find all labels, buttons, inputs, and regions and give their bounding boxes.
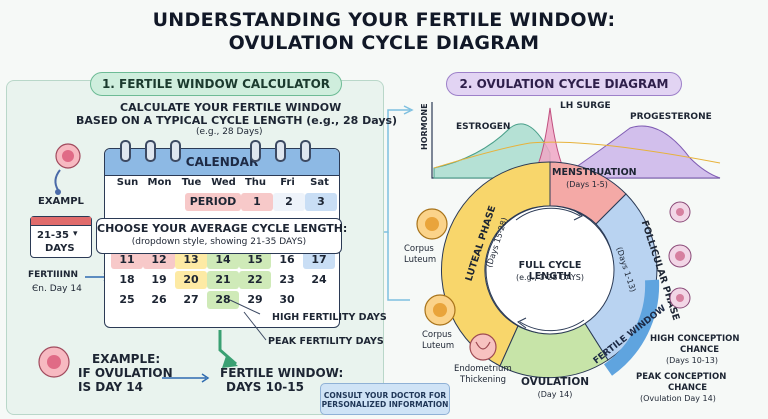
calendar-day[interactable]: 27: [183, 293, 199, 306]
calendar-day[interactable]: 13: [175, 251, 207, 269]
calendar-ring: [250, 140, 261, 162]
calendar-day[interactable]: 17: [303, 251, 335, 269]
peak-fertility-label: PEAK FERTILITY DAYS: [268, 336, 384, 347]
main-title: UNDERSTANDING YOUR FERTILE WINDOW: OVULA…: [0, 9, 768, 55]
high-fertility-label: HIGH FERTILITY DAYS: [272, 312, 387, 323]
calendar-day[interactable]: 29: [247, 293, 263, 306]
endometrium-label-2: Thickening: [460, 375, 506, 385]
calendar-day[interactable]: 16: [279, 253, 295, 266]
result-line-2: DAYS 10-15: [226, 380, 304, 394]
weekday-thu: Thu: [244, 177, 267, 188]
calendar-day[interactable]: 28: [207, 291, 239, 309]
period-label: PERIOD: [185, 193, 241, 211]
intro-line-2: BASED ON A TYPICAL CYCLE LENGTH (e.g., 2…: [76, 114, 398, 127]
calendar-day[interactable]: 11: [111, 251, 143, 269]
hormone-chart: [431, 102, 721, 179]
fertile-side-label: FERTIIINN: [28, 270, 79, 280]
egg-sperm-icon: [54, 143, 81, 195]
days-selector[interactable]: 21-35 ▾ DAYS: [30, 216, 92, 258]
calendar-day[interactable]: 3: [305, 193, 337, 211]
peak-conception-days: (Ovulation Day 14): [640, 394, 716, 403]
ovulation-days: (Day 14): [537, 390, 573, 399]
center-title: FULL CYCLE LENGTH: [518, 260, 582, 282]
uterus-icon: [469, 333, 497, 361]
footer-line-1: CONSULT YOUR DOCTOR FOR: [323, 391, 447, 400]
hormone-axis-label: HORMONE: [420, 103, 429, 150]
calendar-day[interactable]: 25: [119, 293, 135, 306]
luteum-label-2: Luteum: [422, 341, 455, 351]
calendar-ring: [145, 140, 156, 162]
calendar-day[interactable]: 22: [239, 271, 271, 289]
menstruation-label: MENSTRUATION: [552, 167, 637, 178]
example-side-label: EXAMPL: [38, 196, 84, 207]
center-subtitle: (e.g., 1-28 DAYS): [516, 273, 584, 282]
menstruation-days: (Days 1-5): [566, 180, 608, 189]
left-section-title: 1. FERTILE WINDOW CALCULATOR: [90, 72, 342, 96]
high-conception-label: HIGH CONCEPTION: [650, 334, 740, 344]
calendar-day[interactable]: 1: [241, 193, 273, 211]
example-title: EXAMPLE:: [92, 352, 161, 366]
calendar-day[interactable]: 2: [273, 193, 305, 211]
high-conception-label-2: CHANCE: [680, 345, 720, 355]
footer-line-2: PERSONALIZED INFORMATION: [321, 400, 449, 409]
high-conception-days: (Days 10-13): [666, 356, 718, 365]
title-line-2: OVULATION CYCLE DIAGRAM: [228, 32, 540, 54]
chevron-down-icon: ▾: [73, 229, 78, 239]
result-line-1: FERTILE WINDOW:: [220, 366, 344, 380]
calendar-day[interactable]: 21: [207, 271, 239, 289]
calendar-ring: [275, 140, 286, 162]
calendar-day[interactable]: 24: [311, 273, 327, 286]
luteum-label-1: Luteum: [404, 255, 437, 265]
calendar-day[interactable]: 15: [239, 251, 271, 269]
cycle-ring: [440, 161, 660, 379]
calendar-day[interactable]: 14: [207, 251, 239, 269]
consult-doctor-note: CONSULT YOUR DOCTOR FOR PERSONALIZED INF…: [320, 383, 450, 415]
lh-surge-label: LH SURGE: [560, 101, 611, 111]
calendar-ring: [120, 140, 131, 162]
intro-line-1: CALCULATE YOUR FERTILE WINDOW: [120, 101, 342, 114]
cycle-length-subtitle: (dropdown style, showing 21-35 DAYS): [131, 237, 307, 247]
peak-conception-label-2: CHANCE: [668, 383, 708, 393]
weekday-sun: Sun: [116, 177, 139, 188]
estrogen-label: ESTROGEN: [456, 122, 511, 132]
weekday-fri: Fri: [280, 177, 295, 188]
calendar-day[interactable]: 20: [175, 271, 207, 289]
weekday-wed: Wed: [211, 177, 236, 188]
calendar-ring: [170, 140, 181, 162]
calendar-ring: [300, 140, 311, 162]
calendar-day[interactable]: 26: [151, 293, 167, 306]
cycle-length-dropdown[interactable]: CHOOSE YOUR AVERAGE CYCLE LENGTH: (dropd…: [96, 218, 348, 254]
intro-line-3: (e.g., 28 Days): [196, 127, 263, 137]
example-line-2: IS DAY 14: [78, 380, 143, 394]
follicle-icons: [668, 201, 692, 309]
right-section-title: 2. OVULATION CYCLE DIAGRAM: [446, 72, 682, 96]
calendar-day[interactable]: 19: [151, 273, 167, 286]
title-line-1: UNDERSTANDING YOUR FERTILE WINDOW:: [152, 9, 616, 31]
corpus-luteum-icon: [416, 208, 448, 240]
example-line-1: IF OVULATION: [78, 366, 173, 380]
corpus-label-2: Corpus: [422, 330, 452, 340]
days-selector-header: [31, 217, 91, 226]
calendar-day[interactable]: 18: [119, 273, 135, 286]
weekday-sat: Sat: [310, 177, 329, 188]
corpus-luteum-icon: [424, 294, 456, 326]
calendar-day[interactable]: 23: [279, 273, 295, 286]
egg-icon: [38, 346, 70, 378]
corpus-label-1: Corpus: [404, 244, 434, 254]
endometrium-label-1: Endometrium: [454, 364, 512, 374]
fertile-side-sub: Єn. Day 14: [32, 284, 82, 294]
calendar-day[interactable]: 12: [143, 251, 175, 269]
ovulation-label: OVULATION: [520, 376, 590, 388]
days-range: 21-35: [37, 230, 69, 241]
days-word: DAYS: [45, 243, 75, 254]
peak-conception-label: PEAK CONCEPTION: [636, 372, 727, 382]
calendar-day[interactable]: 30: [279, 293, 295, 306]
weekday-tue: Tue: [181, 177, 202, 188]
cycle-length-title: CHOOSE YOUR AVERAGE CYCLE LENGTH:: [97, 222, 348, 235]
weekday-mon: Mon: [147, 177, 172, 188]
progesterone-label: PROGESTERONE: [630, 112, 712, 122]
